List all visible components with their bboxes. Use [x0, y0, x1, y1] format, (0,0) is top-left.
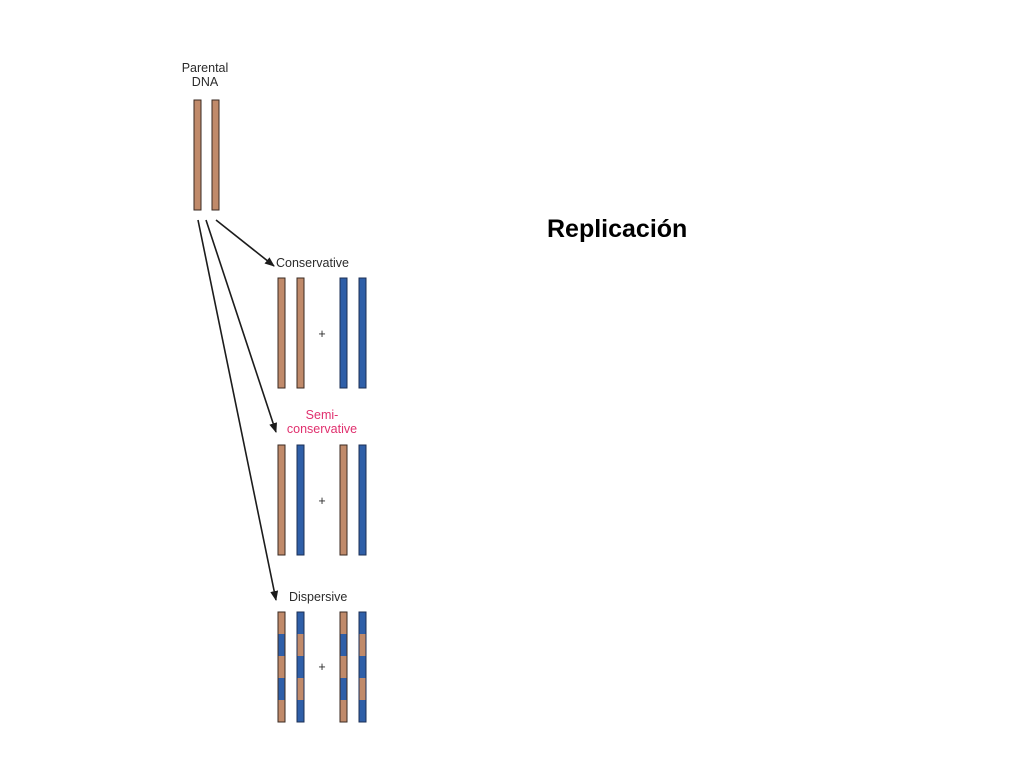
conservative-mol1-strand1	[277, 277, 286, 389]
arrow-to-semiconservative	[205, 219, 277, 433]
semiconservative-mol2-strand2	[358, 444, 367, 556]
conservative-label-line1: Conservative	[276, 256, 349, 270]
semiconservative-mol1-strand1	[277, 444, 286, 556]
conservative-molecules	[277, 277, 367, 389]
conservative-mol1-strand2	[296, 277, 305, 389]
arrow-to-dispersive	[197, 219, 279, 601]
dispersive-mol2-strand1	[339, 611, 348, 723]
parental-dna-label-line1: Parental	[181, 61, 229, 75]
parental-dna-label: Parental DNA	[174, 61, 236, 89]
dispersive-mol2-strand2	[358, 611, 367, 723]
dispersive-label: Dispersive	[289, 590, 347, 604]
conservative-plus: +	[318, 327, 326, 341]
arrow-to-conservative	[215, 219, 275, 267]
dispersive-molecules	[277, 611, 367, 723]
semiconservative-mol2-strand1	[339, 444, 348, 556]
conservative-mol2-strand1	[339, 277, 348, 389]
parental-dna	[193, 99, 220, 211]
semiconservative-label-line2: conservative	[286, 422, 358, 436]
parental-strand-left	[193, 99, 202, 211]
dispersive-plus: +	[318, 660, 326, 674]
conservative-label: Conservative	[276, 256, 349, 270]
semiconservative-mol1-strand2	[296, 444, 305, 556]
semiconservative-molecules	[277, 444, 367, 556]
dispersive-mol1-strand1	[277, 611, 286, 723]
semiconservative-label: Semi- conservative	[276, 408, 368, 436]
dispersive-mol1-strand2	[296, 611, 305, 723]
arrows	[197, 219, 279, 601]
semiconservative-plus: +	[318, 494, 326, 508]
parental-dna-label-line2: DNA	[191, 75, 219, 89]
parental-strand-right	[211, 99, 220, 211]
dispersive-label-line1: Dispersive	[289, 590, 348, 604]
semiconservative-label-line1: Semi-	[305, 408, 339, 422]
conservative-mol2-strand2	[358, 277, 367, 389]
slide-title: Replicación	[547, 215, 688, 243]
